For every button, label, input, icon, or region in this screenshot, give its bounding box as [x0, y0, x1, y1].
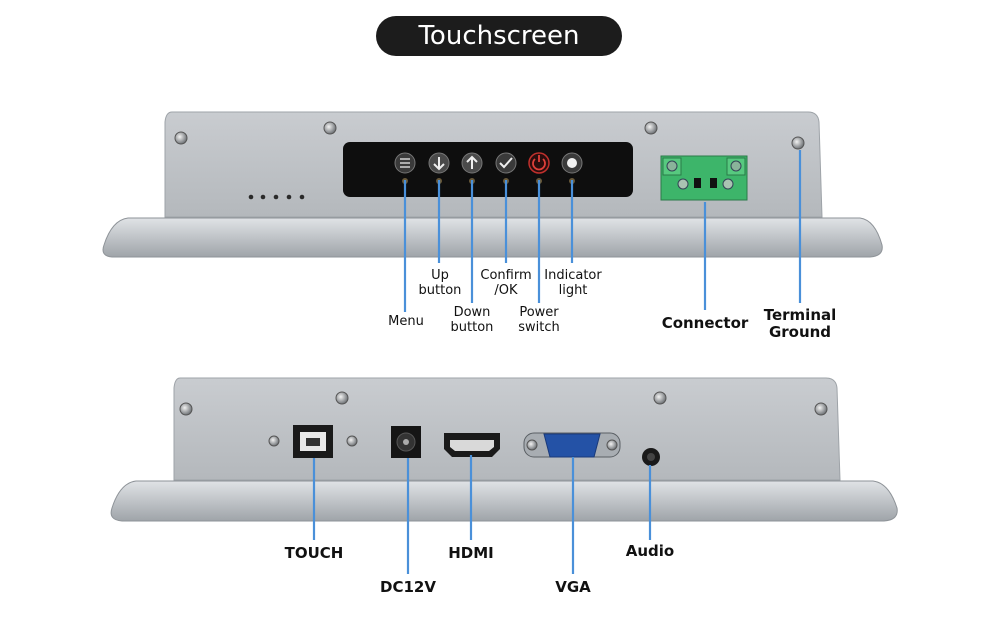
bottom-device-face — [173, 377, 841, 481]
screw-icon — [814, 402, 828, 416]
menu-button-icon — [394, 152, 416, 174]
page-title: Touchscreen — [376, 16, 622, 56]
confirm-label: Confirm /OK — [480, 268, 532, 298]
vga-label: VGA — [555, 578, 591, 596]
dc-jack-icon — [391, 426, 421, 458]
hdmi-port-icon — [444, 433, 500, 457]
connector-label: Connector — [661, 314, 749, 332]
bottom-device-lip — [110, 480, 898, 522]
screw-icon — [791, 136, 805, 150]
audio-label: Audio — [625, 542, 675, 560]
bottom-pointer-lines — [312, 455, 652, 574]
screw-icon — [323, 121, 337, 135]
top-device — [102, 111, 883, 258]
osd-control-panel — [343, 142, 633, 197]
power-switch-label: Power switch — [518, 305, 560, 335]
screw-icon — [644, 121, 658, 135]
screw-icon — [179, 402, 193, 416]
terminal-connector — [660, 155, 748, 201]
down-button-label: Down button — [450, 305, 494, 335]
speaker-holes — [248, 194, 305, 200]
top-pointer-lines — [403, 150, 802, 312]
screw-icon — [335, 391, 349, 405]
arrow-down-icon — [428, 152, 450, 174]
indicator-light-label: Indicator light — [544, 268, 602, 298]
arrow-up-icon — [461, 152, 483, 174]
hdmi-label: HDMI — [448, 544, 494, 562]
screw-icon — [653, 391, 667, 405]
touch-label: TOUCH — [284, 544, 344, 562]
dc12v-label: DC12V — [380, 578, 436, 596]
dot-icon — [561, 152, 583, 174]
screw-icon — [174, 131, 188, 145]
up-button-label: Up button — [418, 268, 462, 298]
vga-port-icon — [523, 432, 621, 458]
usb-b-port-icon — [268, 425, 358, 458]
top-device-lip — [102, 217, 883, 258]
power-icon — [528, 152, 550, 174]
audio-jack-icon — [642, 448, 660, 466]
menu-label: Menu — [388, 314, 424, 329]
check-icon — [495, 152, 517, 174]
terminal-ground-label: Terminal Ground — [763, 306, 837, 341]
bottom-device — [110, 377, 898, 522]
